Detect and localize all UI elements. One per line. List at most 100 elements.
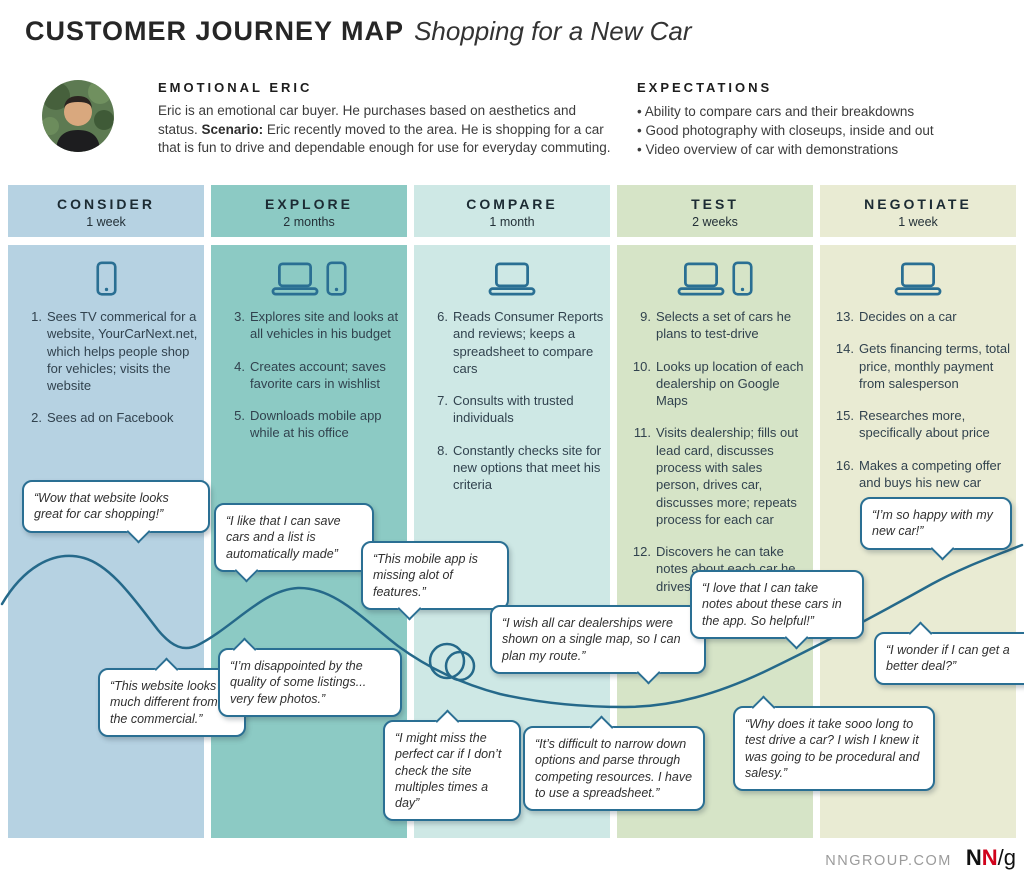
step-text: Creates account; saves favorite cars in … [250, 358, 386, 391]
quote-bubble: “It’s difficult to narrow down options a… [523, 714, 705, 811]
persona-name: EMOTIONAL ERIC [158, 80, 313, 95]
step-number: 11. [633, 425, 651, 441]
step-number: 12. [632, 544, 651, 560]
step-item: 10.Looks up location of each dealership … [625, 358, 809, 410]
quote-bubble: “I might miss the perfect car if I don’t… [383, 708, 521, 822]
stage-device-icons [820, 258, 1016, 296]
step-number: 7. [437, 393, 448, 409]
stage-name: EXPLORE [265, 196, 353, 212]
expectations-list: Ability to compare cars and their breakd… [637, 102, 1012, 159]
quote-text: “I might miss the perfect car if I don’t… [395, 731, 502, 810]
quote-text: “This mobile app is missing alot of feat… [373, 552, 478, 599]
footer-site: NNGROUP.COM [825, 853, 952, 869]
step-text: Decides on a car [859, 309, 957, 324]
avatar-photo-icon [42, 80, 114, 152]
stage-duration: 1 week [898, 215, 938, 229]
step-item: 14.Gets financing terms, total price, mo… [828, 340, 1012, 392]
quote-bubble: “This mobile app is missing alot of feat… [361, 541, 509, 621]
step-list: 6.Reads Consumer Reports and reviews; ke… [414, 308, 610, 494]
step-item: 13. Decides on a car [828, 308, 1012, 325]
step-item: 4. Creates account; saves favorite cars i… [219, 358, 403, 393]
stage-duration: 1 month [489, 215, 535, 229]
persona-description: Eric is an emotional car buyer. He purch… [158, 102, 618, 158]
page-title-subtitle: Shopping for a New Car [414, 16, 692, 46]
step-text: Researches more, specifically about pric… [859, 408, 990, 441]
step-item: 7. Consults with trusted individuals [422, 392, 606, 427]
step-list: 3.Explores site and looks at all vehicle… [211, 308, 407, 442]
quote-text: “This website looks much different from … [110, 679, 218, 726]
step-text: Visits dealership; fills out lead card, … [656, 425, 799, 527]
stage-name: NEGOTIATE [864, 196, 972, 212]
quote-bubble: “I’m disappointed by the quality of some… [218, 636, 402, 717]
avatar [42, 80, 114, 152]
step-text: Sees TV commerical for a website, YourCa… [47, 309, 198, 394]
step-item: 8.Constantly checks site for new options… [422, 442, 606, 494]
phone-icon [326, 261, 347, 296]
quote-text: “I like that I can save cars and a list … [226, 514, 341, 561]
quote-text: “I’m disappointed by the quality of some… [230, 659, 367, 706]
step-number: 15. [835, 408, 854, 424]
step-text: Consults with trusted individuals [453, 393, 574, 426]
step-item: 1. Sees TV commerical for a website, Your… [16, 308, 200, 394]
step-item: 5. Downloads mobile app while at his offi… [219, 407, 403, 442]
step-item: 16.Makes a competing offer and buys his … [828, 457, 1012, 492]
quote-text: “It’s difficult to narrow down options a… [535, 737, 693, 800]
step-item: 15. Researches more, specifically about p… [828, 407, 1012, 442]
persona-description-text: Eric is an emotional car buyer. He purch… [158, 103, 576, 137]
stage-header-consider: CONSIDER 1 week [8, 185, 204, 237]
stage-device-icons [8, 258, 204, 296]
expectation-item: Good photography with closeups, inside a… [637, 121, 1012, 140]
laptop-icon [677, 262, 725, 296]
phone-icon [95, 261, 117, 296]
phone-icon [732, 261, 753, 296]
expectations-section: EXPECTATIONS Ability to compare cars and… [637, 80, 1012, 159]
stage-name: TEST [691, 196, 739, 212]
step-text: Explores site and looks at all vehicles … [250, 309, 399, 342]
quote-bubble: “I wonder if I can get a better deal?” [874, 620, 1024, 685]
step-list: 9.Selects a set of cars he plans to test… [617, 308, 813, 595]
step-number: 1. [31, 309, 42, 324]
expectation-item: Video overview of car with demonstration… [637, 140, 1012, 159]
stage-column-consider: 1. Sees TV commerical for a website, Your… [8, 245, 204, 838]
stage-header-explore: EXPLORE 2 months [211, 185, 407, 237]
step-text: Downloads mobile app while at his office [250, 408, 382, 441]
step-text: Looks up location of each dealership on … [656, 358, 804, 409]
step-number: 14. [835, 341, 854, 357]
stage-header-compare: COMPARE 1 month [414, 185, 610, 237]
step-list: 13. Decides on a car 14.Gets financing ter… [820, 308, 1016, 491]
step-number: 9. [640, 309, 651, 324]
stage-duration: 2 weeks [692, 215, 738, 229]
footer: NNGROUP.COM NN/g [825, 845, 1016, 871]
stage-name: CONSIDER [57, 196, 155, 212]
quote-bubble: “I like that I can save cars and a list … [214, 503, 374, 583]
step-number: 13. [835, 309, 854, 324]
step-text: Constantly checks site for new options t… [453, 442, 602, 493]
page-title-main: CUSTOMER JOURNEY MAP [25, 16, 405, 46]
nng-logo: NN/g [965, 845, 1016, 870]
quote-text: “I’m so happy with my new car!” [872, 508, 993, 539]
quote-text: “Why does it take sooo long to test driv… [745, 717, 920, 780]
step-item: 6.Reads Consumer Reports and reviews; ke… [422, 308, 606, 377]
laptop-icon [894, 262, 942, 296]
stage-header-negotiate: NEGOTIATE 1 week [820, 185, 1016, 237]
laptop-icon [271, 262, 319, 296]
persona-scenario-label: Scenario: [201, 121, 264, 137]
expectations-title: EXPECTATIONS [637, 80, 773, 95]
quote-bubble: “I love that I can take notes about thes… [690, 570, 864, 650]
quote-text: “I wonder if I can get a better deal?” [886, 643, 1010, 674]
step-item: 9.Selects a set of cars he plans to test… [625, 308, 809, 343]
quote-bubble: “I wish all car dealerships were shown o… [490, 605, 706, 685]
step-number: 6. [437, 309, 448, 324]
persona-section: EMOTIONAL ERIC Eric is an emotional car … [158, 80, 618, 158]
stage-duration: 2 months [283, 215, 335, 229]
step-item: 3.Explores site and looks at all vehicle… [219, 308, 403, 343]
step-number: 16. [835, 457, 854, 473]
stage-name: COMPARE [466, 196, 558, 212]
stage-device-icons [211, 258, 407, 296]
step-number: 5. [234, 408, 245, 424]
step-number: 4. [234, 358, 245, 374]
quote-bubble: “Why does it take sooo long to test driv… [733, 694, 935, 791]
stage-duration: 1 week [86, 215, 126, 229]
stage-device-icons [414, 258, 610, 296]
